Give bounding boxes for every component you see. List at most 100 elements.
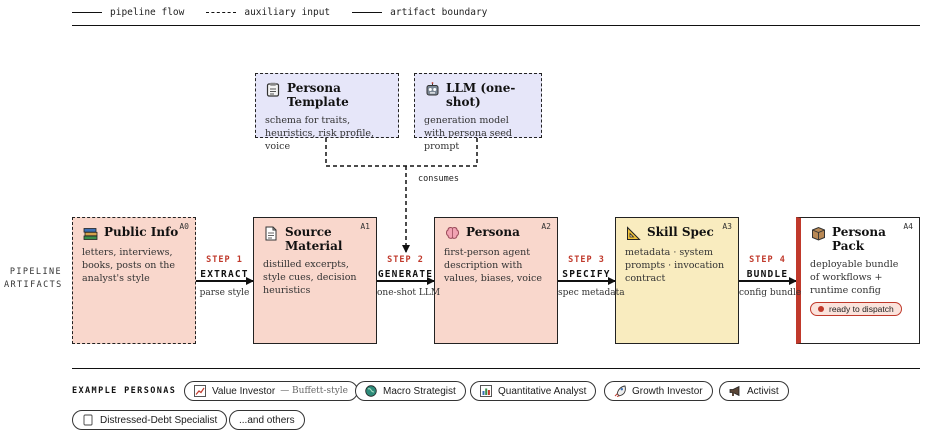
step-verb: GENERATE bbox=[377, 269, 434, 280]
chip-macro-strategist[interactable]: Macro Strategist bbox=[355, 381, 466, 401]
artifact-desc: first-person agent description with valu… bbox=[444, 247, 542, 284]
chip-label: Quantitative Analyst bbox=[498, 385, 587, 397]
chip-label: ...and others bbox=[239, 414, 295, 426]
step-bundle: STEP 4 BUNDLE bbox=[739, 255, 796, 280]
side-label-line-2: ARTIFACTS bbox=[4, 280, 63, 290]
artifact-public-info: A0 Public Info letters, interviews, book… bbox=[72, 217, 196, 344]
aux-connector-template bbox=[325, 138, 406, 167]
status-badge: ready to dispatch bbox=[810, 302, 902, 316]
aux-persona-template: Persona Template schema for traits, heur… bbox=[255, 73, 399, 152]
step-verb: SPECIFY bbox=[562, 269, 611, 280]
step-verb: BUNDLE bbox=[746, 269, 789, 280]
artifact-code: A0 bbox=[179, 222, 189, 231]
aux-llm-one-shot: LLM (one-shot) generation model with per… bbox=[414, 73, 542, 152]
artifact-skill-spec: A3 Skill Spec metadata · system prompts … bbox=[615, 217, 739, 344]
step-note: config bundle bbox=[739, 288, 802, 298]
solid-line-swatch bbox=[72, 11, 102, 13]
triangle-ruler-icon bbox=[625, 225, 641, 241]
aux-connector-llm bbox=[406, 138, 478, 167]
step-extract: STEP 1 EXTRACT bbox=[196, 255, 253, 280]
step-number: STEP 2 bbox=[387, 255, 424, 265]
bar-chart-icon bbox=[480, 385, 492, 397]
chip-label: Distressed-Debt Specialist bbox=[100, 414, 218, 426]
legend: pipeline flow auxiliary input artifact b… bbox=[72, 5, 509, 19]
chip-distressed-debt-specialist[interactable]: Distressed-Debt Specialist bbox=[72, 410, 228, 430]
step-generate-note: one-shot LLM bbox=[377, 288, 441, 298]
artifact-desc: metadata · system prompts · invocation c… bbox=[625, 247, 725, 284]
artifact-persona: A2 Persona first-person agent descriptio… bbox=[434, 217, 558, 344]
rocket-icon bbox=[614, 385, 626, 397]
chip-label: Value Investor bbox=[212, 385, 276, 397]
chip-activist[interactable]: Activist bbox=[719, 381, 789, 401]
step-note: parse style bbox=[199, 288, 250, 298]
megaphone-icon bbox=[729, 385, 741, 397]
chip-growth-investor[interactable]: Growth Investor bbox=[604, 381, 713, 401]
aux-title: Persona Template bbox=[287, 81, 349, 109]
artifact-desc: distilled excerpts, style cues, decision… bbox=[263, 259, 357, 296]
chart-icon bbox=[194, 385, 206, 397]
artifact-source-material: A1 Source Material distilled excerpts, s… bbox=[253, 217, 377, 344]
step-generate: STEP 2 GENERATE bbox=[377, 255, 434, 280]
aux-desc: schema for traits, heuristics, risk prof… bbox=[265, 115, 374, 152]
artifact-code: A3 bbox=[722, 222, 732, 231]
artifact-title: Source Material bbox=[285, 225, 343, 253]
package-icon bbox=[810, 225, 826, 241]
top-divider bbox=[72, 25, 920, 26]
legend-aux: auxiliary input bbox=[206, 7, 330, 18]
step-number: STEP 1 bbox=[206, 255, 243, 265]
artifact-desc: letters, interviews, books, posts on the… bbox=[82, 247, 175, 284]
step-specify: STEP 3 SPECIFY bbox=[558, 255, 615, 280]
brain-icon bbox=[444, 225, 460, 241]
artifact-title: Skill Spec bbox=[647, 225, 714, 239]
step-verb: EXTRACT bbox=[200, 269, 249, 280]
document-small-icon bbox=[82, 414, 94, 426]
step-number: STEP 3 bbox=[568, 255, 605, 265]
chip-label: Growth Investor bbox=[632, 385, 703, 397]
globe-icon bbox=[365, 385, 377, 397]
artifact-title-row: Public Info bbox=[82, 225, 186, 241]
legend-flow-label: pipeline flow bbox=[110, 6, 185, 18]
step-number: STEP 4 bbox=[749, 255, 786, 265]
consumes-label: consumes bbox=[418, 174, 459, 184]
document-icon bbox=[263, 225, 279, 241]
artifact-title: Public Info bbox=[104, 225, 179, 239]
artifact-code: A1 bbox=[360, 222, 370, 231]
chip-quantitative-analyst[interactable]: Quantitative Analyst bbox=[470, 381, 597, 401]
legend-boundary-label: artifact boundary bbox=[390, 6, 488, 18]
books-icon bbox=[82, 225, 98, 241]
step-note: spec metadata bbox=[558, 288, 625, 298]
step-bundle-note: config bundle bbox=[739, 288, 802, 298]
aux-title-row: LLM (one-shot) bbox=[424, 81, 532, 109]
chip-label: Activist bbox=[747, 385, 779, 397]
chip-sublabel: — Buffett-style bbox=[280, 386, 348, 396]
artifact-persona-pack: A4 Persona Pack deployable bundle of wor… bbox=[796, 217, 920, 344]
bottom-divider bbox=[72, 368, 920, 369]
status-badge-label: ready to dispatch bbox=[829, 304, 894, 314]
step-extract-note: parse style bbox=[196, 288, 253, 298]
chip-label: Macro Strategist bbox=[383, 385, 456, 397]
dashed-line-swatch bbox=[206, 11, 237, 13]
artifact-title-row: Skill Spec bbox=[625, 225, 729, 241]
side-label-line-1: PIPELINE bbox=[9, 267, 62, 277]
robot-icon bbox=[424, 81, 440, 97]
aux-desc: generation model with persona seed promp… bbox=[424, 115, 512, 152]
step-note: one-shot LLM bbox=[377, 288, 441, 298]
chip-value-investor[interactable]: Value Investor — Buffett-style bbox=[184, 381, 358, 401]
artifact-title-row: Source Material bbox=[263, 225, 367, 253]
example-personas-label: EXAMPLE PERSONAS bbox=[72, 386, 177, 396]
aux-title-row: Persona Template bbox=[265, 81, 389, 109]
thin-line-swatch bbox=[352, 11, 383, 13]
legend-aux-label: auxiliary input bbox=[244, 6, 331, 18]
pipeline-artifacts-label: PIPELINE ARTIFACTS bbox=[4, 266, 62, 292]
clipboard-icon bbox=[265, 81, 281, 97]
artifact-code: A4 bbox=[903, 222, 913, 231]
artifact-title-row: Persona bbox=[444, 225, 548, 241]
artifact-title: Persona bbox=[466, 225, 520, 239]
chip-and-others[interactable]: ...and others bbox=[229, 410, 305, 430]
artifact-desc: deployable bundle of workflows + runtime… bbox=[810, 259, 899, 296]
artifact-title-row: Persona Pack bbox=[810, 225, 910, 253]
status-dot bbox=[818, 306, 824, 312]
legend-flow: pipeline flow bbox=[72, 7, 184, 18]
legend-boundary: artifact boundary bbox=[352, 7, 487, 18]
